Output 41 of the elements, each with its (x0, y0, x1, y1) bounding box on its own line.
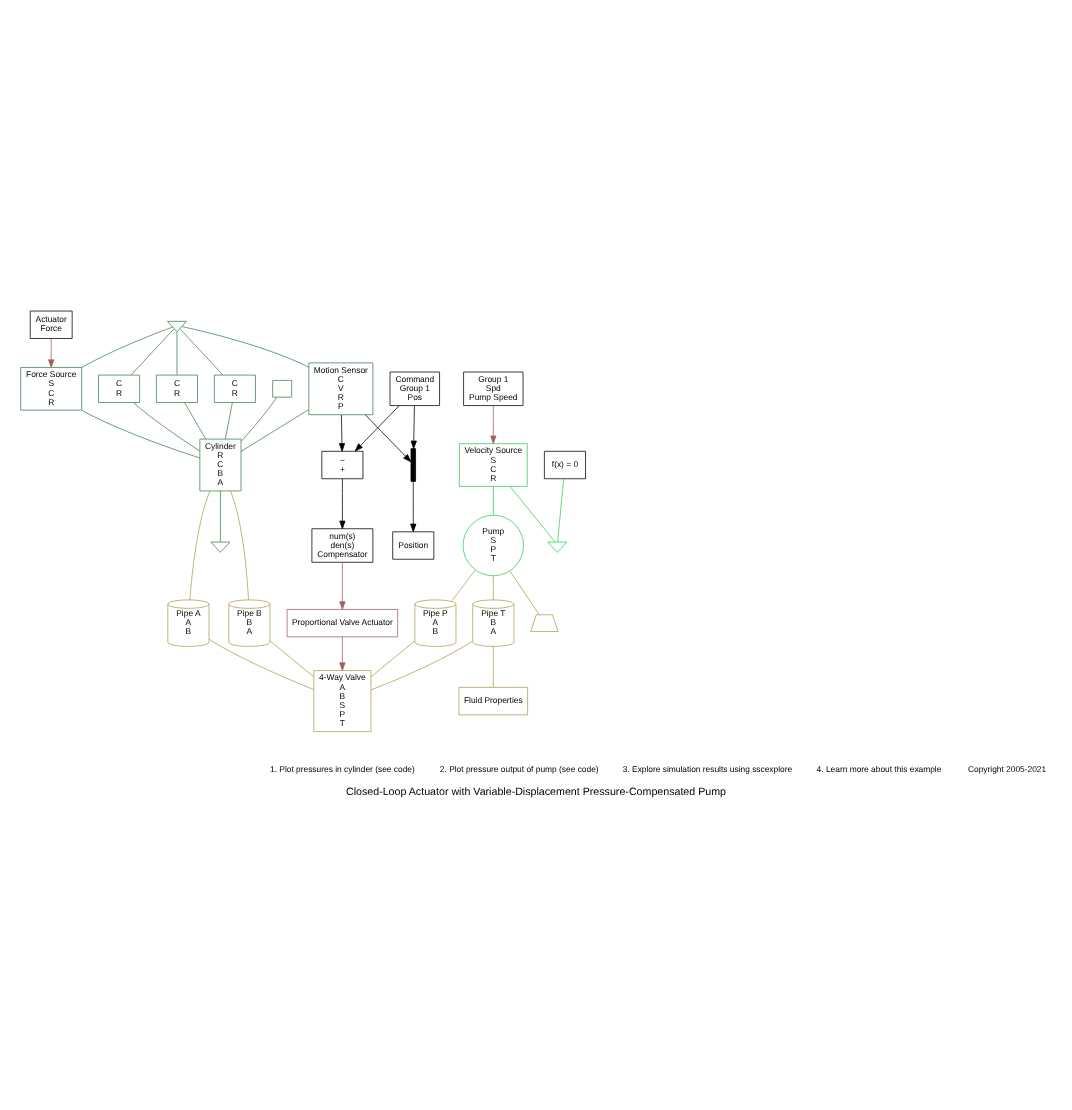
arrow (365, 413, 412, 462)
node-tank (530, 613, 559, 631)
connector (492, 574, 494, 600)
connector (81, 325, 173, 367)
connector (133, 401, 201, 451)
arrow (339, 477, 346, 529)
connector (230, 489, 249, 600)
arrow (410, 404, 417, 448)
connector (557, 477, 565, 542)
arrow (410, 480, 417, 532)
node-bar (410, 447, 416, 481)
connector (492, 485, 494, 515)
connector (179, 327, 224, 375)
arrow (490, 404, 497, 443)
connector (370, 639, 473, 690)
connector (509, 485, 556, 542)
connector (189, 489, 211, 600)
node-ground (210, 540, 231, 552)
arrow (354, 404, 400, 451)
node-ground (167, 319, 187, 331)
connector (184, 401, 207, 439)
connector (451, 568, 476, 601)
arrow (339, 635, 346, 670)
node-ground (547, 540, 568, 552)
connector (224, 401, 233, 439)
connector (220, 489, 221, 542)
connector (370, 639, 416, 677)
connector (81, 408, 201, 458)
arrow (338, 413, 345, 451)
connector (176, 330, 178, 375)
arrow (339, 561, 346, 609)
connector (240, 396, 278, 441)
connector (269, 639, 315, 677)
connector (208, 637, 315, 689)
node-box (272, 379, 293, 397)
connector (492, 644, 494, 687)
connector (130, 327, 175, 375)
connector (240, 408, 309, 451)
connector (509, 569, 540, 614)
connector (181, 325, 310, 367)
arrow (48, 337, 55, 367)
